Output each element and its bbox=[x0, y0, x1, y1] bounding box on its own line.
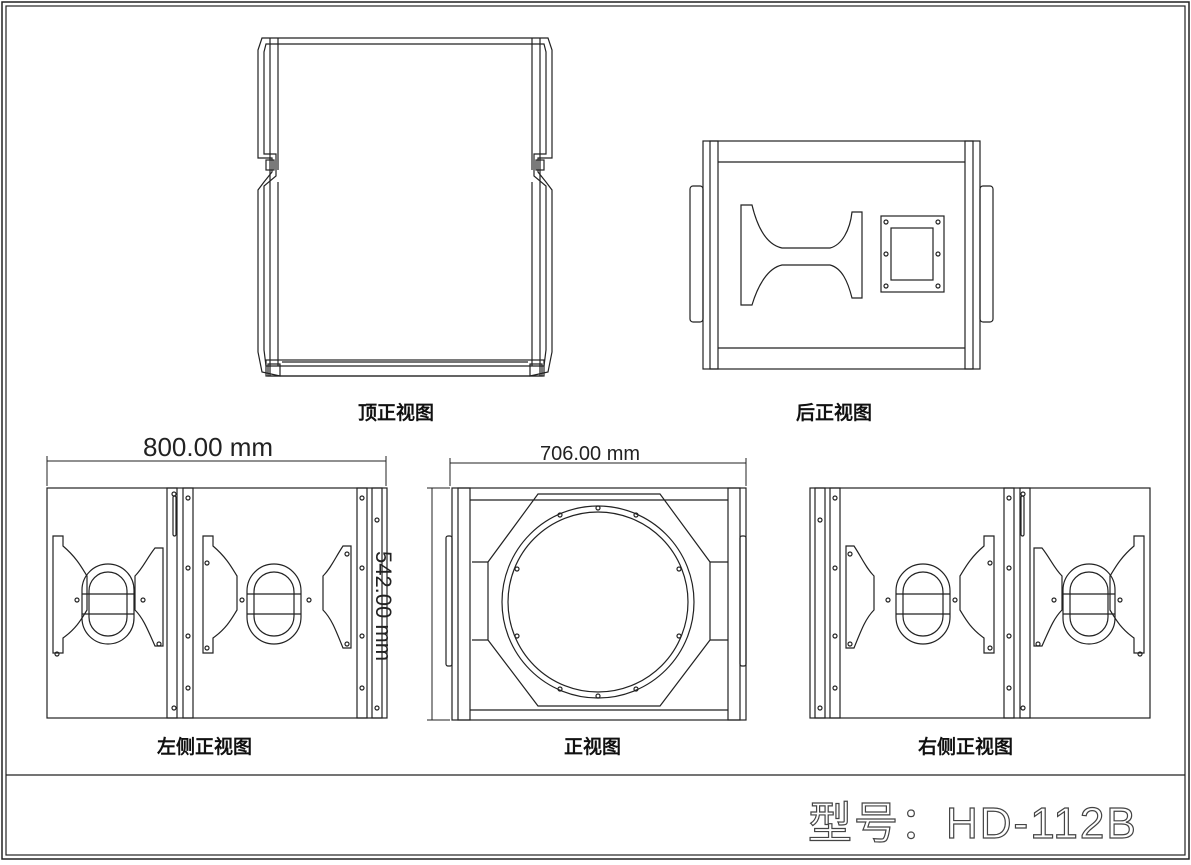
right-side-view bbox=[809, 487, 1151, 719]
dimension-lines bbox=[46, 456, 747, 721]
front-view bbox=[445, 487, 747, 721]
top-view bbox=[257, 37, 553, 377]
model-number: 型号：HD-112B bbox=[807, 798, 1138, 848]
caption-top-view: 顶正视图 bbox=[358, 402, 435, 424]
dimension-height-front: 542.00 mm bbox=[371, 550, 397, 662]
caption-back-view: 后正视图 bbox=[796, 402, 873, 424]
dimension-width-side: 800.00 mm bbox=[143, 432, 274, 462]
left-side-view bbox=[46, 487, 388, 719]
dimension-width-front: 706.00 mm bbox=[540, 443, 641, 465]
caption-front-view: 正视图 bbox=[564, 736, 622, 758]
caption-left-view: 左侧正视图 bbox=[157, 736, 253, 758]
back-view bbox=[689, 140, 994, 370]
inner-frame bbox=[5, 5, 1186, 856]
caption-right-view: 右侧正视图 bbox=[918, 736, 1014, 758]
